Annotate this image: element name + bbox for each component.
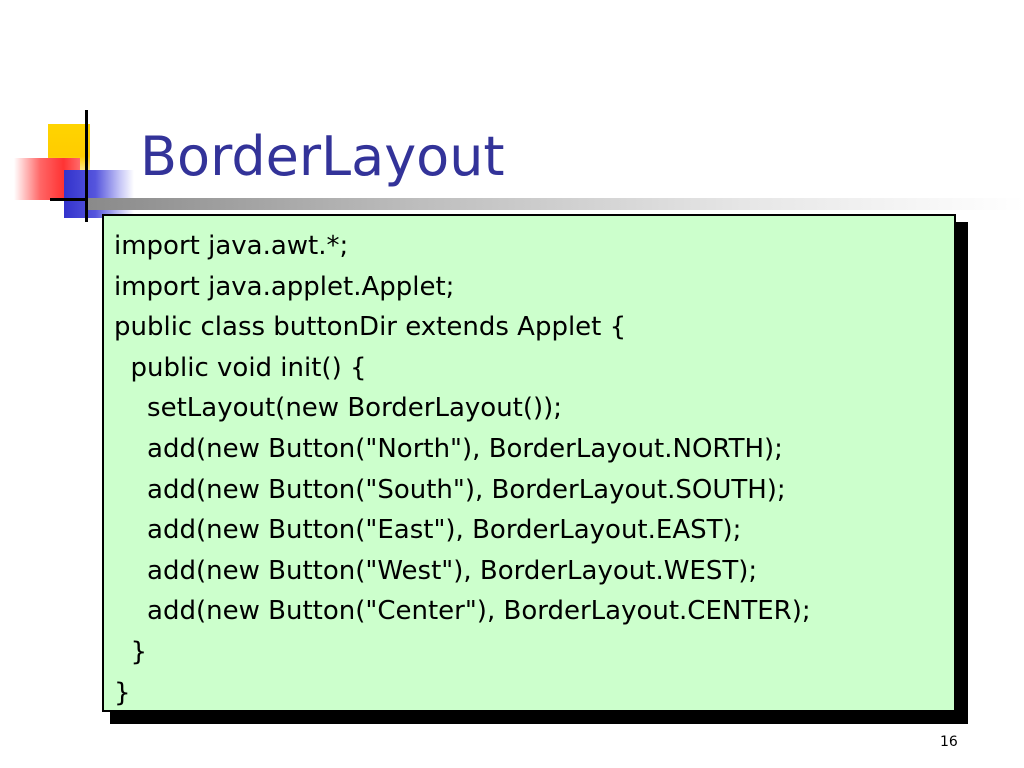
code-line: } [114, 636, 148, 667]
code-line: public class buttonDir extends Applet { [114, 312, 627, 343]
code-line: } [114, 677, 131, 708]
code-line: add(new Button("West"), BorderLayout.WES… [114, 555, 758, 586]
code-line: setLayout(new BorderLayout()); [114, 393, 563, 424]
title-underline-rule [88, 198, 1024, 210]
slide-title: BorderLayout [140, 125, 505, 188]
logo-blue-square [64, 170, 134, 218]
code-line: import java.applet.Applet; [114, 271, 455, 302]
code-line: add(new Button("South"), BorderLayout.SO… [114, 474, 786, 505]
page-number: 16 [940, 734, 958, 750]
logo-vertical-line [85, 110, 88, 222]
code-block: import java.awt.*; import java.applet.Ap… [102, 214, 956, 712]
code-line: public void init() { [114, 352, 367, 383]
code-line: import java.awt.*; [114, 231, 349, 261]
code-line: add(new Button("Center"), BorderLayout.C… [114, 596, 811, 627]
code-line: add(new Button("North"), BorderLayout.NO… [114, 433, 783, 464]
code-line: add(new Button("East"), BorderLayout.EAS… [114, 515, 742, 546]
